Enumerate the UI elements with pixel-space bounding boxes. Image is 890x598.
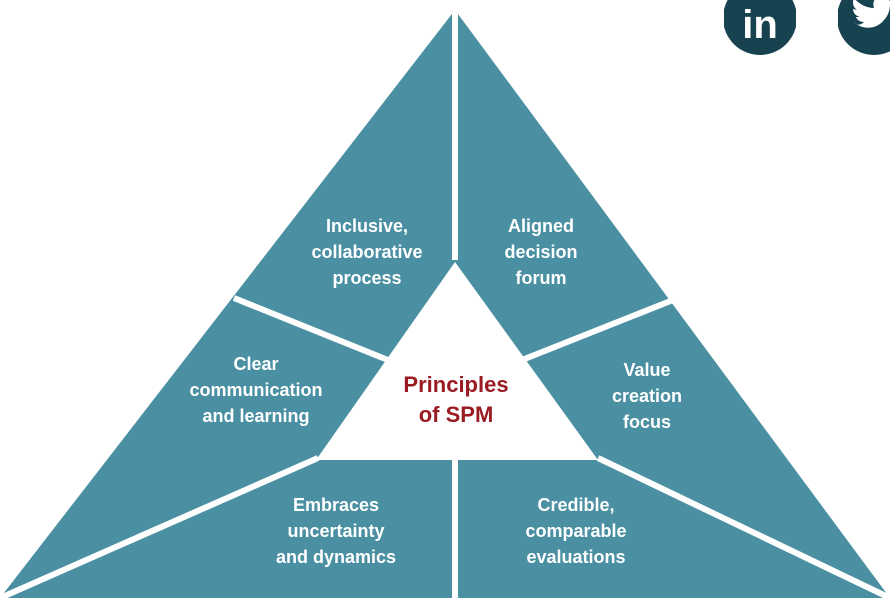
segment-credible-evaluations: Credible, comparable evaluations bbox=[525, 492, 626, 570]
segment-separators bbox=[0, 10, 890, 598]
segment-line: Clear bbox=[233, 354, 279, 374]
segment-line: Inclusive, bbox=[325, 216, 409, 236]
segment-embraces-uncertainty: Embraces uncertainty and dynamics bbox=[276, 492, 396, 570]
twitter-bird-glyph bbox=[853, 0, 890, 28]
segment-line: and learning bbox=[202, 406, 310, 426]
segment-inclusive-collaborative: Inclusive, collaborative process bbox=[311, 213, 422, 291]
segment-line: communication bbox=[189, 380, 323, 400]
segment-line: and dynamics bbox=[275, 547, 397, 567]
segment-line: Value bbox=[623, 360, 671, 380]
title-line: of SPM bbox=[418, 402, 494, 427]
segment-line: process bbox=[332, 268, 402, 288]
segment-line: forum bbox=[515, 268, 567, 288]
segment-aligned-decision-forum: Aligned decision forum bbox=[504, 213, 577, 291]
segment-line: Aligned bbox=[508, 216, 574, 236]
linkedin-glyph: in bbox=[742, 3, 778, 47]
segment-line: collaborative bbox=[311, 242, 423, 262]
segment-line: creation bbox=[611, 386, 683, 406]
segment-line: decision bbox=[504, 242, 578, 262]
segment-line: Embraces bbox=[292, 495, 380, 515]
segment-line: focus bbox=[622, 412, 671, 432]
title-line: Principles bbox=[403, 372, 509, 397]
twitter-button[interactable] bbox=[838, 0, 890, 56]
segment-clear-communication: Clear communication and learning bbox=[189, 351, 322, 429]
linkedin-icon bbox=[724, 0, 796, 55]
center-triangle bbox=[316, 262, 598, 460]
principles-of-spm-title: Principles of SPM bbox=[403, 370, 508, 430]
segment-line: uncertainty bbox=[287, 521, 385, 541]
segment-line: Credible, bbox=[537, 495, 615, 515]
segment-line: evaluations bbox=[526, 547, 626, 567]
linkedin-button[interactable]: in bbox=[724, 0, 796, 56]
segment-line: comparable bbox=[525, 521, 627, 541]
segment-value-creation: Value creation focus bbox=[612, 357, 682, 435]
